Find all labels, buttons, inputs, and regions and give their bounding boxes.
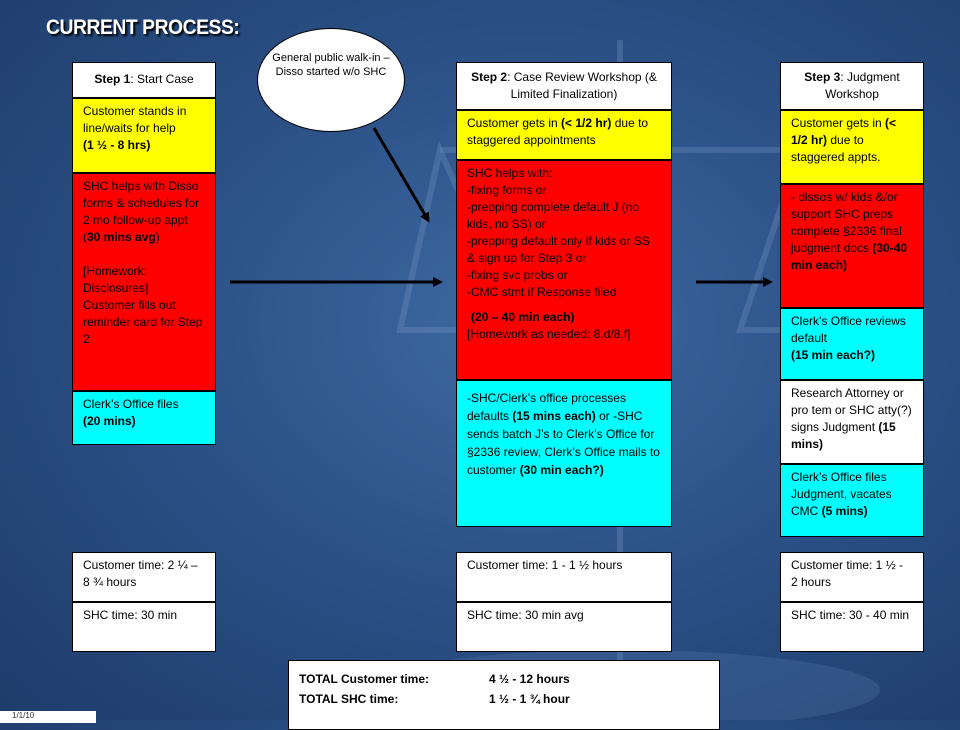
step2-clerk-time1: (15 mins each) [512,409,596,423]
footer-date: 1/1/10 [0,711,96,723]
step3-clerk-review-text: Clerk’s Office reviews default [791,314,906,345]
step2-clerk-box: -SHC/Clerk’s office processes defaults (… [456,380,672,527]
step1-shc-close: ) [155,230,160,244]
step2-shc-box: SHC helps with: -fixing forms or -preppi… [456,160,672,380]
step2-wait-rest: due to staggered appointments [467,116,649,147]
step3-shc-time-text: SHC time: 30 - 40 min [791,608,910,622]
walk-in-oval: General public walk-in – Disso started w… [257,28,405,132]
step1-customer-time: Customer time: 2 ¼ – 8 ¾ hours [72,552,216,602]
step1-header-bold: Step 1 [94,72,131,86]
step3-clerk-files-box: Clerk’s Office files Judgment, vacates C… [780,464,924,537]
step2-clerk-time2: (30 min each?) [519,463,604,477]
step3-shc-time: (30-40 min each) [791,241,908,272]
step2-shc-line: SHC helps with: [467,166,553,180]
step1-clerk-time: (20 mins) [83,414,136,428]
step3-header: Step 3: Judgment Workshop [780,62,924,110]
total-shc-label: TOTAL SHC time: [299,692,399,706]
step2-header-rest: : Case Review Workshop (& Limited Finali… [507,70,657,101]
step2-customer-time-text: Customer time: 1 - 1 ½ hours [467,558,623,572]
step1-reminder: Customer fills out reminder card for Ste… [83,298,203,346]
step2-shc-time-box: SHC time: 30 min avg [456,602,672,652]
step2-shc-line: -fixing svc probs or [467,268,568,282]
total-customer-label: TOTAL Customer time: [299,672,430,686]
step2-wait-time: (< 1/2 hr) [561,116,612,130]
step2-customer-time: Customer time: 1 - 1 ½ hours [456,552,672,602]
step1-shc-time-text: SHC time: 30 min [83,608,178,622]
step1-shc-box: SHC helps with Disso forms & schedules f… [72,173,216,391]
step1-shc-time-box: SHC time: 30 min [72,602,216,652]
oval-text: General public walk-in – Disso started w… [272,52,390,78]
step2-header: Step 2: Case Review Workshop (& Limited … [456,62,672,110]
step1-shc-text: SHC helps with Disso forms & schedules f… [83,179,200,244]
step3-customer-time: Customer time: 1 ½ - 2 hours [780,552,924,602]
step2-shc-line: -CMC stmt if Response filed [467,285,617,299]
step3-header-bold: Step 3 [804,70,841,84]
step3-wait-text: Customer gets in [791,116,886,130]
step2-homework: [Homework as needed: 8.d/8.f] [467,327,631,341]
page-title: CURRENT PROCESS: [46,16,240,39]
step2-shc-line: -prepping complete default J (no kids, n… [467,200,640,231]
step3-clerk-review-time: (15 min each?) [791,348,876,362]
step3-attorney-box: Research Attorney or pro tem or SHC atty… [780,380,924,464]
step1-customer-time-text: Customer time: 2 ¼ – 8 ¾ hours [83,558,198,589]
step2-wait-text: Customer gets in [467,116,562,130]
step1-shc-time: 30 mins avg [87,230,156,244]
step3-customer-time-text: Customer time: 1 ½ - 2 hours [791,558,904,589]
step2-shc-line: -prepping default only if kids or SS & s… [467,234,650,265]
step2-wait-box: Customer gets in (< 1/2 hr) due to stagg… [456,110,672,160]
step3-wait-box: Customer gets in (< 1/2 hr) due to stagg… [780,110,924,184]
total-shc-value: 1 ½ - 1 ¾ hour [489,692,570,706]
step3-shc-box: - dissos w/ kids &/or support SHC preps … [780,184,924,308]
step1-homework: [Homework: Disclosures] [83,264,149,295]
step3-header-rest: : Judgment Workshop [825,70,900,101]
step1-header: Step 1: Start Case [72,62,216,98]
step3-clerk-files-text: Clerk’s Office files Judgment, vacates C… [791,470,892,518]
step2-clerk-text: -SHC/Clerk’s office processes defaults [467,391,626,423]
step1-header-rest: : Start Case [130,72,194,86]
step1-clerk-text: Clerk’s Office files [83,397,179,411]
step1-wait-time: (1 ½ - 8 hrs) [83,138,151,152]
step2-shc-line: -fixing forms or [467,183,547,197]
step1-wait-text: Customer stands in line/waits for help [83,104,187,135]
step3-shc-time-box: SHC time: 30 - 40 min [780,602,924,652]
step3-wait-time: (< 1/2 hr) [791,116,897,147]
step2-header-bold: Step 2 [471,70,508,84]
step2-shc-time: (20 – 40 min each) [471,310,575,324]
step3-clerk-review-box: Clerk’s Office reviews default (15 min e… [780,308,924,380]
step2-clerk-text2: or -SHC sends batch J’s to Clerk’s Offic… [467,409,660,477]
step1-clerk-box: Clerk’s Office files (20 mins) [72,391,216,445]
step3-wait-rest: due to staggered appts. [791,133,881,164]
step3-attorney-time: (15 mins) [791,420,896,451]
total-customer-value: 4 ½ - 12 hours [489,672,570,686]
step1-wait-box: Customer stands in line/waits for help (… [72,98,216,173]
step3-clerk-files-time: (5 mins) [821,504,868,518]
step2-shc-time-text: SHC time: 30 min avg [467,608,584,622]
step3-attorney-text: Research Attorney or pro tem or SHC atty… [791,386,912,434]
step3-shc-text: - dissos w/ kids &/or support SHC preps … [791,190,902,255]
